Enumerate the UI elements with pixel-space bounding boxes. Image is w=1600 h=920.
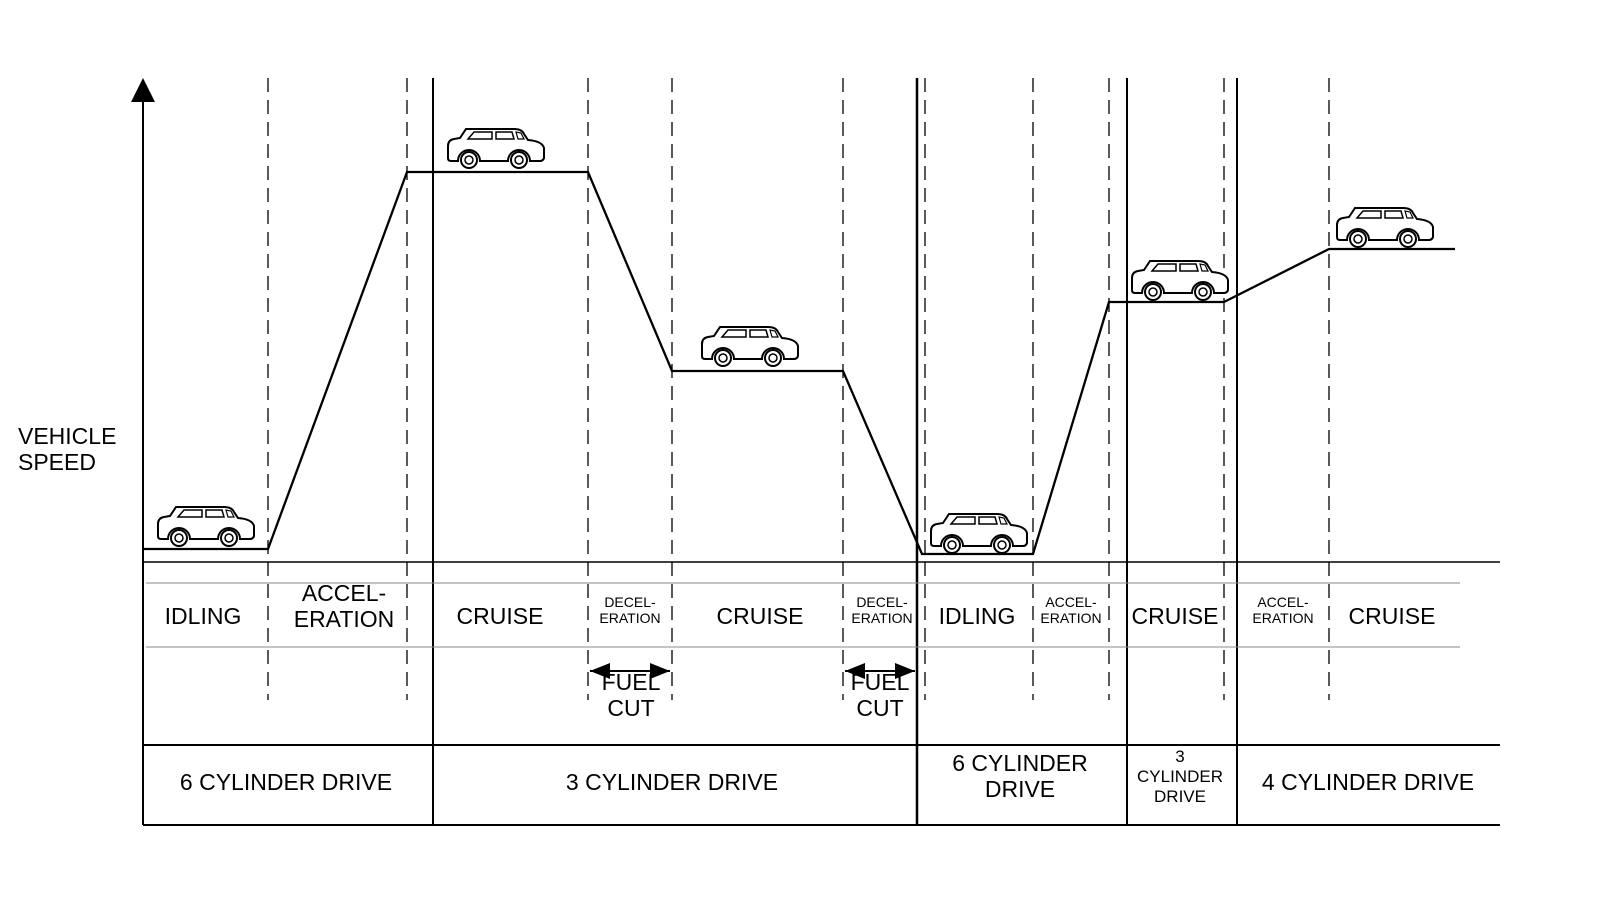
phase-label: CRUISE (457, 603, 544, 629)
cylinder-mode-label: 4 CYLINDER DRIVE (1262, 769, 1474, 795)
suv-car-icon (930, 513, 1028, 554)
y-axis-label: VEHICLE SPEED (18, 423, 123, 475)
cylinder-mode-label: 6 CYLINDER DRIVE (180, 769, 392, 795)
phase-label: DECEL-ERATION (599, 594, 660, 626)
phase-label: IDLING (939, 603, 1016, 629)
phase-label: DECEL-ERATION (851, 594, 912, 626)
suv-car-icon (447, 128, 545, 169)
phase-label: CRUISE (1349, 603, 1436, 629)
phase-label: IDLING (165, 603, 242, 629)
suv-car-icon (157, 506, 255, 547)
phase-label: CRUISE (1132, 603, 1219, 629)
vehicle-speed-profile (143, 170, 1455, 556)
cylinder-mode-label: 3 CYLINDER DRIVE (566, 769, 778, 795)
suv-car-icon (1336, 207, 1434, 248)
phase-band (146, 582, 1460, 648)
y-axis-arrow (131, 78, 155, 102)
phase-label: CRUISE (717, 603, 804, 629)
suv-car-icon (701, 326, 799, 367)
phase-label: ACCEL-ERATION (1040, 594, 1101, 626)
suv-car-icon (1131, 260, 1229, 301)
phase-label: ACCEL-ERATION (1252, 594, 1313, 626)
phase-label: ACCEL-ERATION (294, 580, 395, 632)
phase-labels: IDLING ACCEL-ERATION CRUISE DECEL-ERATION CR… (165, 580, 1436, 632)
cylinder-mode-labels: 6 CYLINDER DRIVE 3 CYLINDER DRIVE 6 CYLIND… (180, 747, 1474, 806)
phase-dividers (267, 78, 1330, 700)
